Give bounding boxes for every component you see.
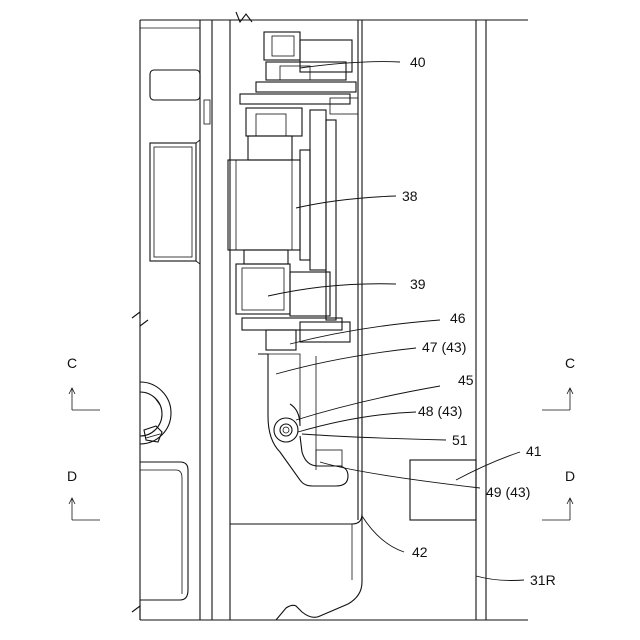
section-mark-c-left: C (67, 355, 100, 410)
lower-left-plate (140, 462, 188, 600)
section-mark-d-left: D (67, 468, 100, 520)
top-gear-assembly (240, 32, 358, 136)
label-49: 49 (43) (486, 484, 530, 500)
label-40: 40 (410, 54, 426, 70)
label-48: 48 (43) (418, 403, 462, 419)
motor-body (228, 110, 336, 320)
gearbox (236, 264, 350, 350)
label-46: 46 (450, 310, 466, 326)
pivot-pin (274, 418, 298, 442)
section-mark-d-right: D (542, 468, 575, 520)
label-45: 45 (458, 372, 474, 388)
svg-text:D: D (565, 468, 575, 484)
label-39: 39 (410, 276, 426, 292)
label-42: 42 (412, 544, 428, 560)
svg-text:C: C (67, 355, 77, 371)
block-41 (410, 460, 476, 520)
left-bracket (150, 70, 210, 264)
label-38: 38 (402, 188, 418, 204)
label-41: 41 (526, 443, 542, 459)
label-51: 51 (452, 432, 468, 448)
bottom-plate (230, 514, 362, 620)
svg-text:D: D (67, 468, 77, 484)
cylinder-cam (140, 382, 171, 444)
label-31r: 31R (530, 572, 556, 588)
section-mark-c-right: C (542, 355, 575, 410)
label-47: 47 (43) (422, 339, 466, 355)
svg-text:C: C (565, 355, 575, 371)
